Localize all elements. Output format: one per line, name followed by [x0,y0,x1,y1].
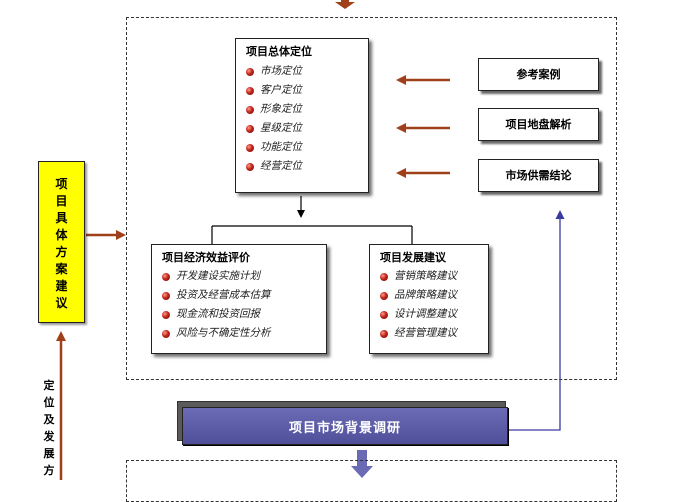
positioning-card: 项目总体定位 市场定位 客户定位 形象定位 星级定位 功能定位 经营定位 [235,38,369,193]
list-item: 现金流和投资回报 [162,305,271,324]
bullet-icon [380,329,388,338]
market-conclusion-box[interactable]: 市场供需结论 [478,159,599,192]
bullet-icon [162,272,170,281]
blue-connector [508,210,565,431]
list-item: 形象定位 [246,100,302,119]
development-list: 营销策略建议 品牌策略建议 设计调整建议 经营管理建议 [380,267,457,343]
arrow-reference-2 [396,123,450,133]
arrow-up-into-panel [56,331,66,480]
bullet-icon [246,162,254,171]
list-item: 营销策略建议 [380,267,457,286]
project-plan-label: 项 目 具 体 方 案 建 议 [55,177,68,310]
bullet-icon [246,124,254,133]
list-item: 经营管理建议 [380,324,457,343]
list-item: 客户定位 [246,81,302,100]
project-plan-panel[interactable]: 项 目 具 体 方 案 建 议 [38,161,85,323]
positioning-list: 市场定位 客户定位 形象定位 星级定位 功能定位 经营定位 [246,62,302,176]
list-item: 功能定位 [246,138,302,157]
market-survey-bar[interactable]: 项目市场背景调研 [182,407,508,445]
bullet-icon [380,310,388,319]
arrow-reference-3 [396,168,450,178]
bullet-icon [162,291,170,300]
economic-evaluation-card: 项目经济效益评价 开发建设实施计划 投资及经营成本估算 现金流和投资回报 风险与… [151,244,327,354]
tree-connector [211,196,413,244]
bullet-icon [246,67,254,76]
list-item: 风险与不确定性分析 [162,324,271,343]
positioning-direction-label: 定 位 及 发 展 方 [43,379,55,477]
bullet-icon [246,143,254,152]
bullet-icon [162,329,170,338]
connectors-layer [56,0,565,480]
arrow-reference-1 [396,75,450,85]
site-analysis-box[interactable]: 项目地盘解析 [478,108,599,141]
list-item: 品牌策略建议 [380,286,457,305]
development-title: 项目发展建议 [380,251,446,264]
economic-list: 开发建设实施计划 投资及经营成本估算 现金流和投资回报 风险与不确定性分析 [162,267,271,343]
list-item: 星级定位 [246,119,302,138]
bullet-icon [380,291,388,300]
list-item: 投资及经营成本估算 [162,286,271,305]
development-suggestion-card: 项目发展建议 营销策略建议 品牌策略建议 设计调整建议 经营管理建议 [369,244,489,354]
bullet-icon [162,310,170,319]
bullet-icon [246,86,254,95]
list-item: 经营定位 [246,157,302,176]
list-item: 开发建设实施计划 [162,267,271,286]
main-dashed-frame [126,17,617,380]
bullet-icon [380,272,388,281]
top-incoming-arrow [335,0,355,9]
list-item: 设计调整建议 [380,305,457,324]
bullet-icon [246,105,254,114]
reference-case-box[interactable]: 参考案例 [478,58,599,91]
economic-title: 项目经济效益评价 [162,251,250,264]
bottom-outgoing-arrow [351,450,373,478]
positioning-title: 项目总体定位 [246,45,312,58]
lower-dashed-frame [126,460,617,502]
arrow-panel-to-frame [86,230,126,240]
list-item: 市场定位 [246,62,302,81]
